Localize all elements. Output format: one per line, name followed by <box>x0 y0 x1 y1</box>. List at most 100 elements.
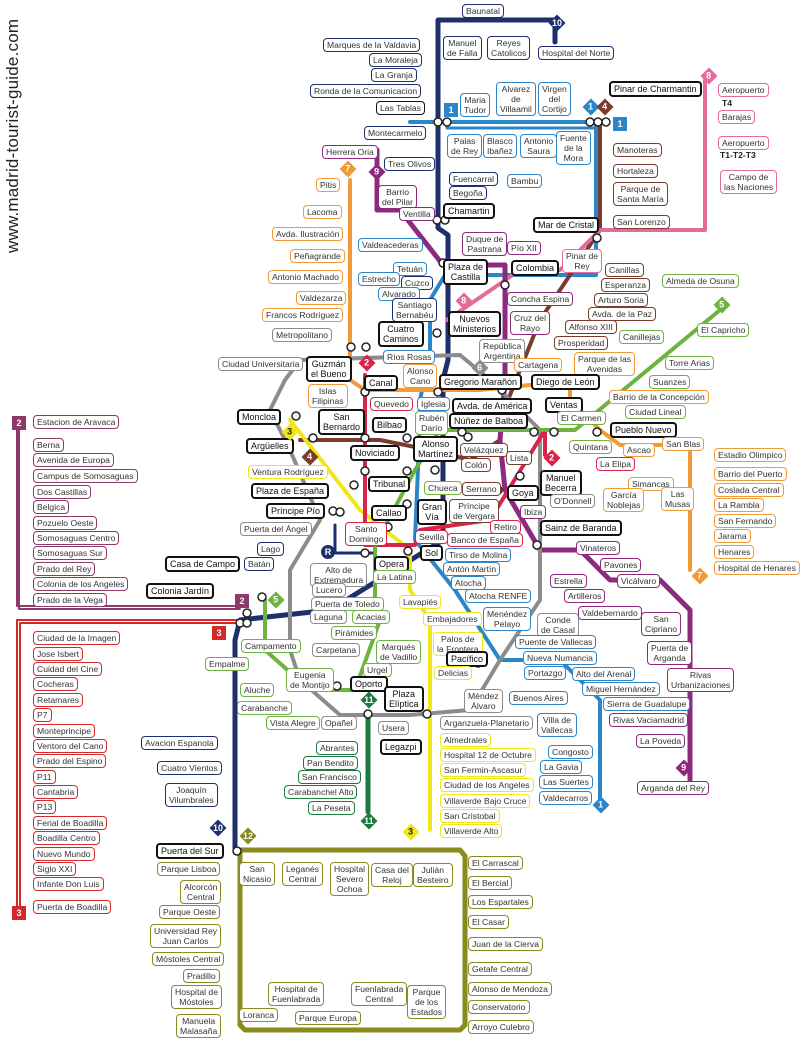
station-label[interactable]: Henares <box>714 545 755 559</box>
station-label[interactable]: Juan de la Cierva <box>468 937 543 951</box>
station-label[interactable]: Manoteras <box>613 143 662 157</box>
station-label[interactable]: Moncloa <box>237 409 282 425</box>
station-label[interactable]: Goya <box>507 485 539 501</box>
station-label[interactable]: San Francisco <box>298 770 361 784</box>
station-label[interactable]: La Gavia <box>540 760 583 774</box>
station-label[interactable]: Ascao <box>623 443 655 457</box>
station-label[interactable]: Urgel <box>363 663 392 677</box>
station-label[interactable]: Estrecho <box>358 272 400 286</box>
station-label[interactable]: O'Donnell <box>550 494 596 508</box>
station-label[interactable]: Puerta del Ángel <box>240 522 312 536</box>
station-label[interactable]: La Elipa <box>596 457 636 471</box>
station-label[interactable]: Colón <box>461 458 492 472</box>
station-label[interactable]: Aeropuerto <box>718 136 769 150</box>
station-label[interactable]: El Carrascal <box>468 856 523 870</box>
station-label[interactable]: San Lorenzo <box>613 215 670 229</box>
station-label[interactable]: Puente de Vallecas <box>515 635 597 649</box>
station-label[interactable]: Callao <box>371 505 407 521</box>
station-label[interactable]: Hortaleza <box>613 164 658 178</box>
station-label[interactable]: Ciudad Lineal <box>625 405 686 419</box>
station-label[interactable]: Ciudad de los Angeles <box>440 778 534 792</box>
station-label[interactable]: Pavones <box>600 558 642 572</box>
station-label[interactable]: Vicálvaro <box>617 574 661 588</box>
station-label[interactable]: Buenos Aires <box>509 691 568 705</box>
station-label[interactable]: Ciudad de la Imagen <box>33 631 121 645</box>
station-label[interactable]: Valdecarros <box>539 791 593 805</box>
station-label[interactable]: Hospital 12 de Octubre <box>440 748 536 762</box>
station-label[interactable]: Avenida de Europa <box>33 453 114 467</box>
station-label[interactable]: Príncipe Pío <box>266 503 326 519</box>
station-label[interactable]: Marques de la Valdavia <box>323 38 421 52</box>
station-label[interactable]: Somosaguas Centro <box>33 531 120 545</box>
station-label[interactable]: Banco de España <box>447 533 523 547</box>
station-label[interactable]: Antonio Machado <box>268 270 343 284</box>
station-label[interactable]: Argüelles <box>246 438 294 454</box>
station-label[interactable]: Pío XII <box>507 241 541 255</box>
station-label[interactable]: Infante Don Luis <box>33 877 104 891</box>
station-label[interactable]: Las Suertes <box>539 775 593 789</box>
station-label[interactable]: Portazgo <box>524 666 567 680</box>
station-label[interactable]: Ciudad Universitaria <box>218 357 304 371</box>
station-label[interactable]: Acacias <box>352 610 391 624</box>
station-label[interactable]: Ibiza <box>520 505 547 519</box>
station-label[interactable]: Avda. Ilustración <box>272 227 344 241</box>
station-label[interactable]: Herrera Oria <box>322 145 378 159</box>
station-label[interactable]: Miguel Hernández <box>582 682 660 696</box>
station-label[interactable]: Ventura Rodríguez <box>248 465 328 479</box>
station-label[interactable]: Laguna <box>310 610 347 624</box>
station-label[interactable]: La Latina <box>373 570 417 584</box>
station-label[interactable]: P7 <box>33 708 52 722</box>
station-label[interactable]: Iglesia <box>417 397 450 411</box>
station-label[interactable]: Nuevo Mundo <box>33 847 95 861</box>
station-label[interactable]: Cuatro Vientos <box>157 761 222 775</box>
station-label[interactable]: Hospital de Henares <box>714 561 800 575</box>
station-label[interactable]: La Rambla <box>714 498 764 512</box>
station-label[interactable]: Nueva Numancia <box>523 651 597 665</box>
station-label[interactable]: San Blas <box>662 437 705 451</box>
station-label[interactable]: Villaverde Alto <box>440 824 503 838</box>
station-label[interactable]: Fuencarral <box>449 172 499 186</box>
station-label[interactable]: Colonia Jardín <box>146 583 215 599</box>
station-label[interactable]: Baunatal <box>462 4 504 18</box>
station-label[interactable]: Jarama <box>714 529 751 543</box>
station-label[interactable]: La Poveda <box>636 734 686 748</box>
station-label[interactable]: Rivas Vaciamadrid <box>609 713 689 727</box>
station-label[interactable]: Lista <box>506 451 533 465</box>
station-label[interactable]: La Granja <box>371 68 417 82</box>
station-label[interactable]: Artilleros <box>564 589 606 603</box>
station-label[interactable]: Parque Europa <box>295 1011 361 1025</box>
station-label[interactable]: Serrano <box>462 482 501 496</box>
station-label[interactable]: Dos Castillas <box>33 485 92 499</box>
station-label[interactable]: Antón Martín <box>443 562 501 576</box>
station-label[interactable]: Somosaguas Sur <box>33 546 107 560</box>
station-label[interactable]: Vista Alegre <box>266 716 320 730</box>
station-label[interactable]: Núñez de Balboa <box>449 413 529 429</box>
station-label[interactable]: Pinar de Charmantin <box>609 81 702 97</box>
station-label[interactable]: Vinateros <box>576 541 621 555</box>
station-label[interactable]: Embajadores <box>423 612 482 626</box>
station-label[interactable]: Bambu <box>507 174 543 188</box>
